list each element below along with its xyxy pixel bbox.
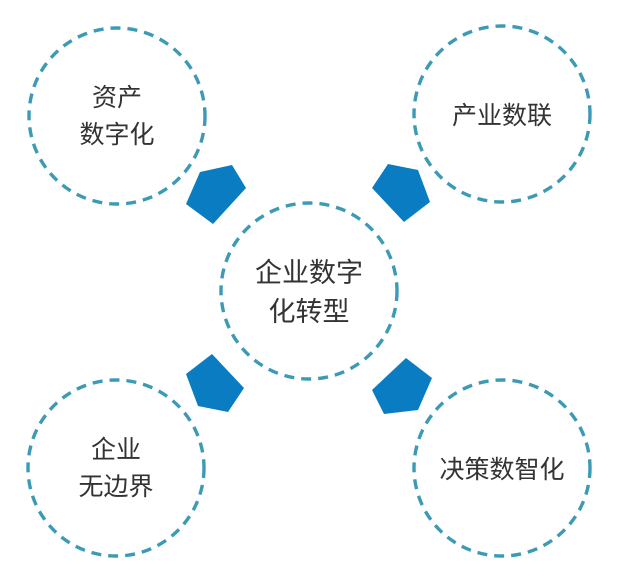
- node-intelligent-decisions: 决策数智化: [412, 378, 592, 558]
- node-ring: [27, 26, 207, 206]
- arrow-to-top-left: [186, 165, 246, 224]
- node-ring: [412, 378, 592, 558]
- arrow-to-top-right: [372, 164, 430, 222]
- node-industry-connectivity: 产业数联: [412, 24, 592, 204]
- node-label-line-1: 决策数智化: [439, 455, 564, 484]
- node-boundaryless-enterprise: 企业 无边界: [26, 378, 206, 558]
- node-label-line-1: 企业: [91, 435, 141, 464]
- center-label-line-1: 企业数字: [255, 258, 363, 289]
- center-label-line-2: 化转型: [269, 297, 350, 328]
- arrow-to-bottom-right: [372, 358, 432, 414]
- arrow-to-bottom-left: [186, 354, 244, 412]
- node-ring: [412, 24, 592, 204]
- node-enterprise-digital-transformation: 企业数字 化转型: [219, 201, 399, 381]
- node-asset-digitization: 资产 数字化: [27, 26, 207, 206]
- node-label-line-1: 资产: [92, 83, 142, 112]
- node-label-line-1: 产业数联: [452, 101, 552, 130]
- node-label-line-2: 数字化: [79, 120, 154, 149]
- node-label-line-2: 无边界: [78, 472, 153, 501]
- node-ring: [26, 378, 206, 558]
- center-ring: [219, 201, 399, 381]
